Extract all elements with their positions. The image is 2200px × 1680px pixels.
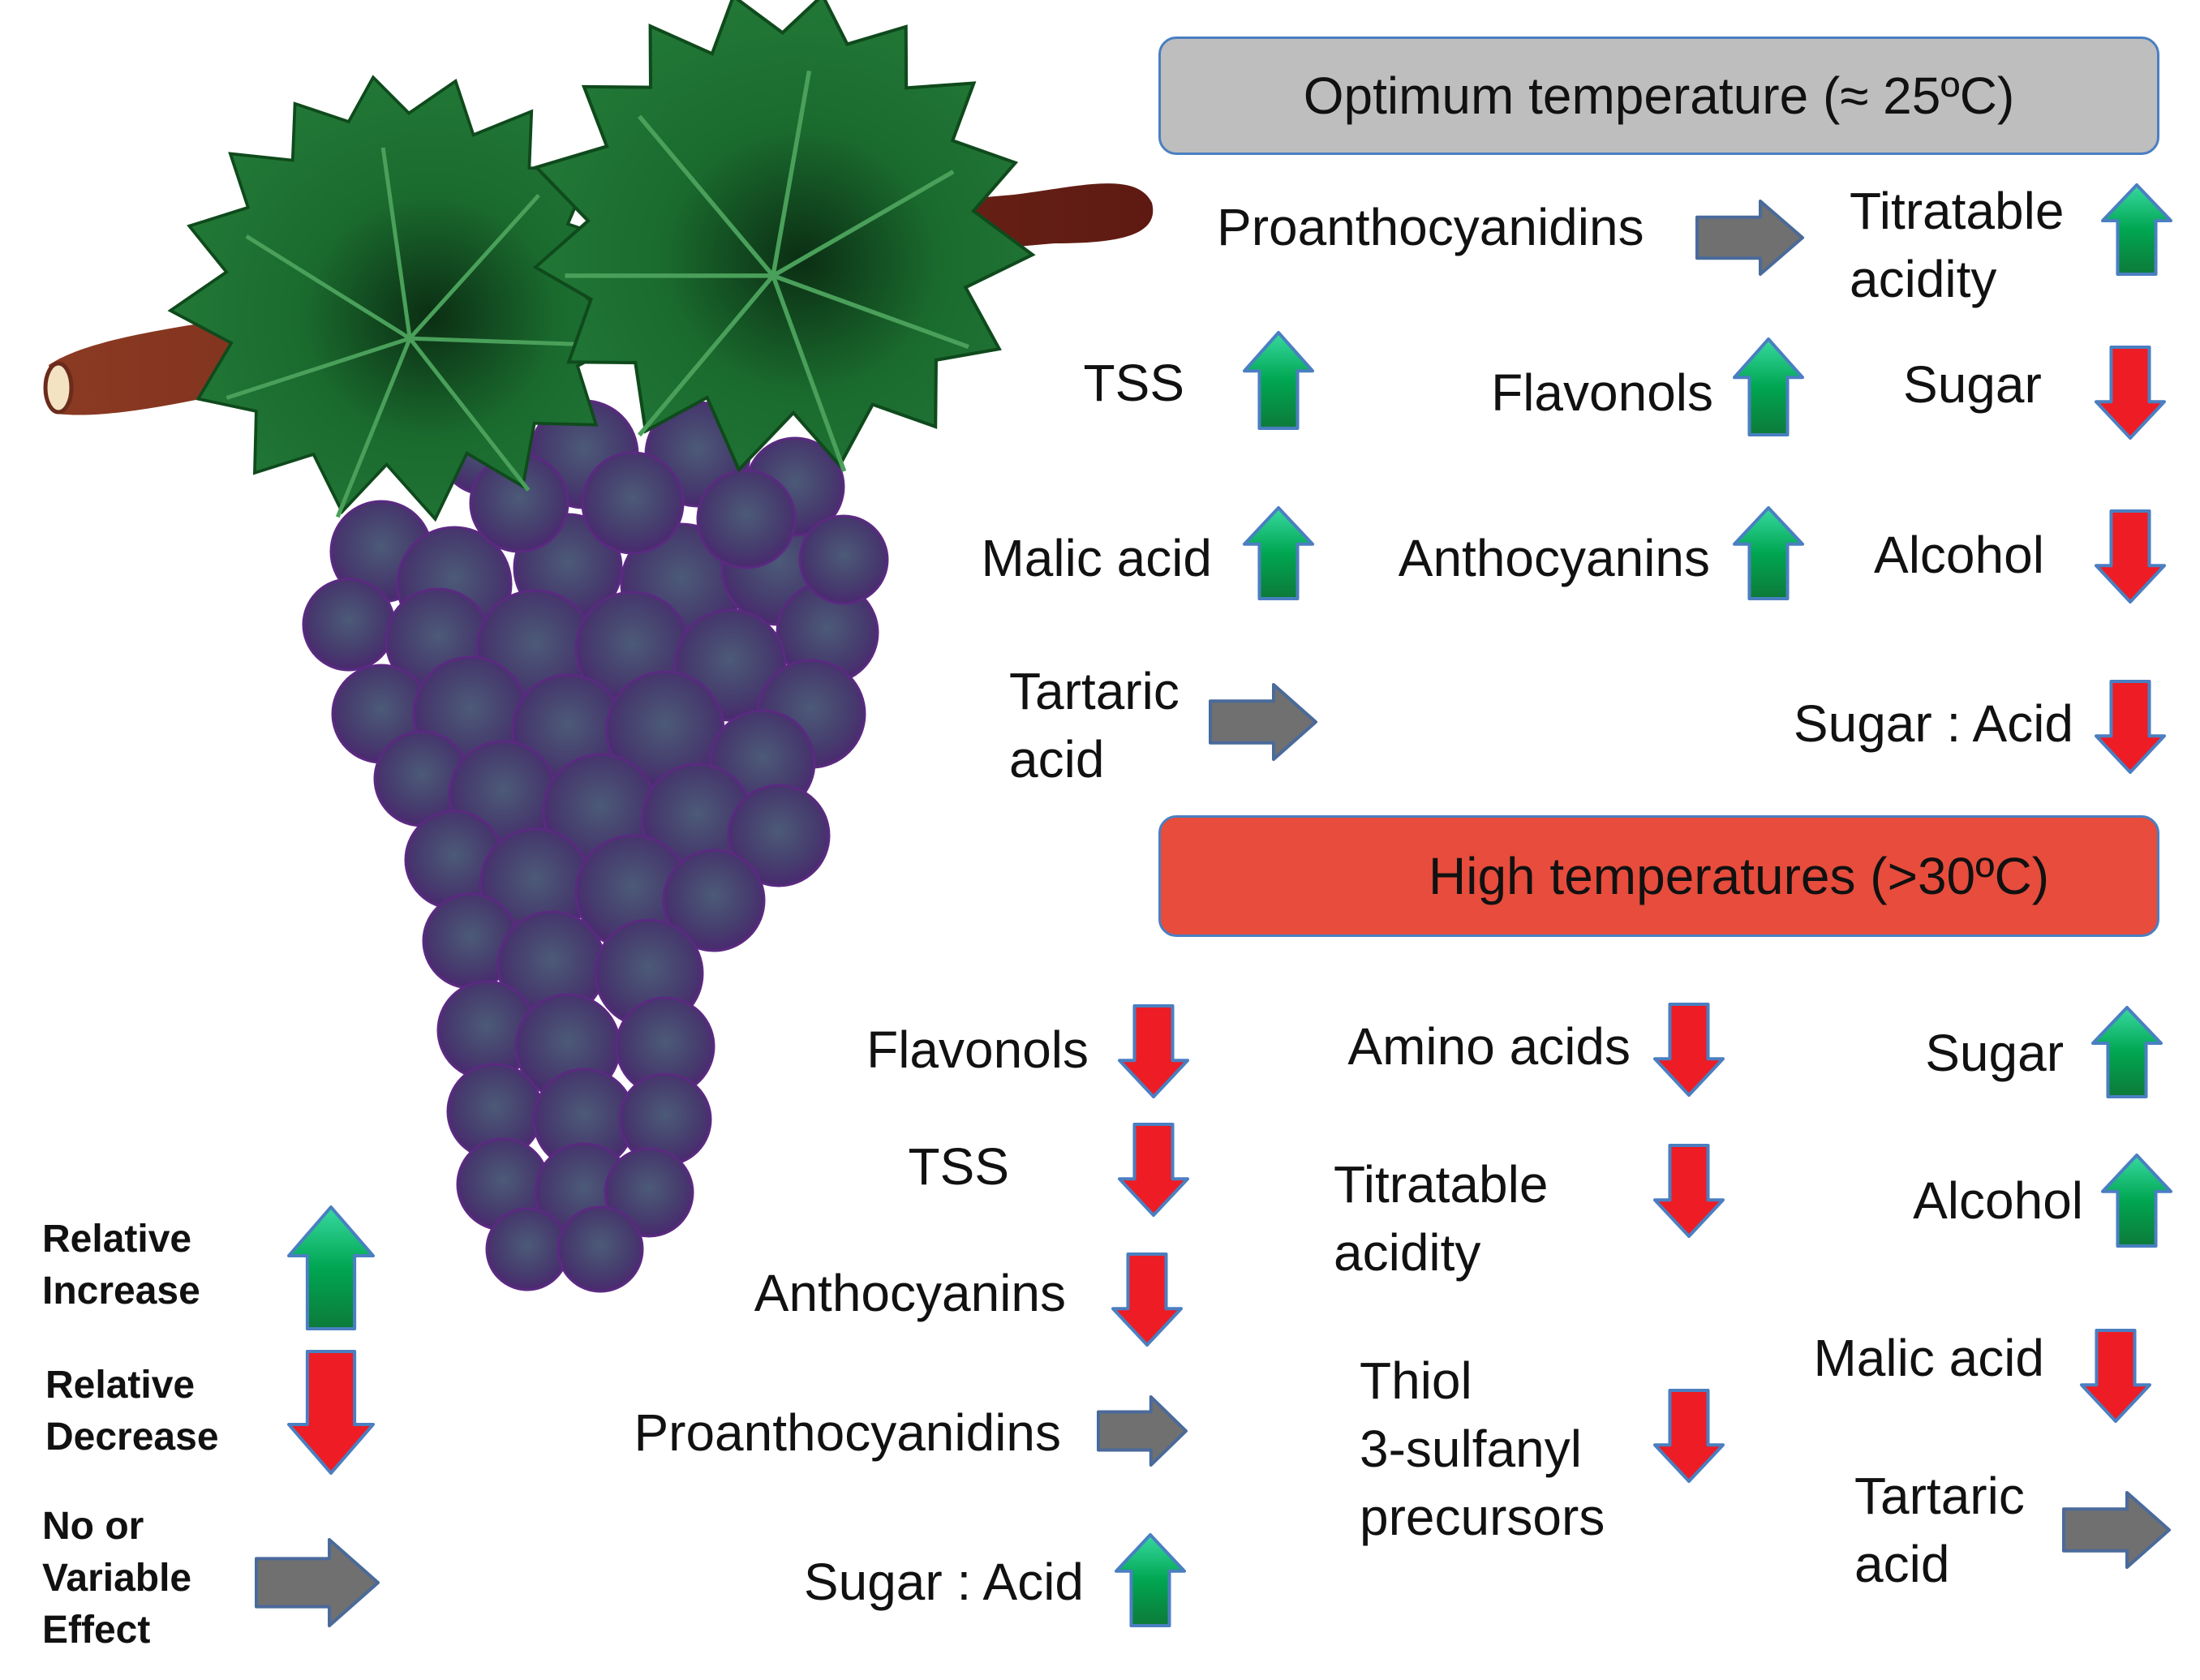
high-effect-label: Flavonols	[866, 1020, 1089, 1079]
effect-arrows	[255, 183, 2172, 1627]
optimum-effect-label: Sugar	[1903, 355, 2042, 414]
high-temperature-title: High temperatures (>30ºC)	[1429, 847, 2050, 905]
high-effect-label: Anthocyanins	[754, 1264, 1066, 1322]
high-effect-label: Proanthocyanidins	[634, 1403, 1061, 1462]
grape-berry	[581, 451, 685, 555]
grape-berry	[556, 1205, 644, 1293]
high-effect-label: Amino acids	[1347, 1017, 1631, 1076]
high-increase-arrow	[2091, 1006, 2163, 1098]
high-no-change-arrow	[2062, 1491, 2171, 1569]
high-effect-label: Alcohol	[1913, 1171, 2083, 1230]
vine-leaf	[167, 75, 636, 522]
high-decrease-arrow	[1111, 1252, 1183, 1347]
high-decrease-arrow	[1653, 1003, 1725, 1097]
optimum-effect-label: Anthocyanins	[1398, 529, 1710, 587]
grape-berry	[302, 578, 396, 672]
stem-cut-end	[43, 361, 74, 415]
grape-berry	[604, 1147, 694, 1238]
optimum-no-change-arrow	[1695, 200, 1804, 276]
optimum-effect-label: Proanthocyanidins	[1217, 198, 1644, 256]
high-decrease-arrow	[1653, 1144, 1725, 1238]
grape-berry	[662, 849, 766, 952]
high-increase-arrow	[2101, 1154, 2172, 1248]
high-decrease-arrow	[1118, 1123, 1189, 1217]
optimum-temperature-title: Optimum temperature (≈ 25ºC)	[1303, 67, 2015, 125]
grape-berry	[696, 469, 797, 569]
high-decrease-arrow	[1118, 1004, 1189, 1098]
high-effect-label: Malic acid	[1813, 1329, 2044, 1387]
optimum-increase-arrow	[1733, 506, 1804, 600]
vine-leaf	[532, 0, 1036, 473]
optimum-effect-label: TSS	[1083, 354, 1184, 412]
high-decrease-arrow	[2080, 1329, 2151, 1423]
optimum-decrease-arrow	[2095, 346, 2166, 440]
optimum-temperature-header: Optimum temperature (≈ 25ºC)	[1158, 37, 2159, 155]
grape-berries	[302, 396, 889, 1293]
legend-increase-arrow	[287, 1205, 375, 1330]
high-effect-label: Sugar	[1925, 1024, 2064, 1082]
grape-berry	[485, 1207, 569, 1291]
optimum-no-change-arrow	[1209, 683, 1317, 761]
high-temperature-header: High temperatures (>30ºC)	[1158, 815, 2159, 937]
high-increase-arrow	[1115, 1533, 1186, 1627]
optimum-effect-label: Malic acid	[981, 529, 1212, 587]
optimum-decrease-arrow	[2095, 509, 2166, 604]
legend-no-change-arrow	[255, 1538, 380, 1627]
optimum-decrease-arrow	[2095, 680, 2166, 774]
high-decrease-arrow	[1653, 1389, 1725, 1483]
grape-berry	[727, 784, 831, 887]
high-effect-label: Sugar : Acid	[803, 1553, 1084, 1611]
grape-cluster-illustration	[43, 0, 1154, 1293]
grape-berry	[798, 514, 889, 605]
optimum-increase-arrow	[1243, 331, 1314, 430]
legend-decrease-arrow	[287, 1350, 375, 1475]
optimum-effect-label: Alcohol	[1874, 526, 2044, 584]
optimum-effect-label: Sugar : Acid	[1793, 694, 2073, 753]
optimum-increase-arrow	[1733, 337, 1804, 436]
optimum-increase-arrow	[2101, 183, 2172, 276]
high-no-change-arrow	[1097, 1395, 1188, 1467]
optimum-increase-arrow	[1243, 506, 1314, 600]
optimum-effect-label: Flavonols	[1491, 363, 1713, 422]
high-effect-label: TSS	[908, 1137, 1009, 1196]
